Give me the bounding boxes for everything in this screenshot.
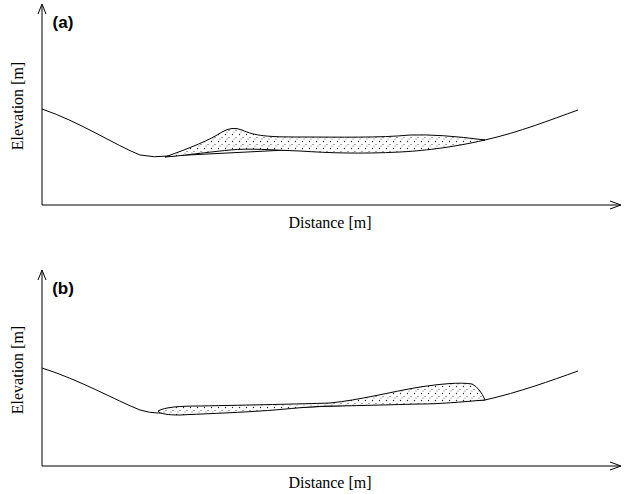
axis-title: Elevation [m] (10, 62, 26, 150)
sediment-body (158, 383, 485, 415)
panel-letter: (b) (52, 280, 74, 297)
axis-arrow (610, 462, 621, 470)
y-axis (42, 6, 43, 205)
axis-title: Distance [m] (288, 215, 371, 231)
x-axis (42, 466, 620, 467)
valley-profile (42, 109, 578, 157)
axis-arrow (38, 4, 46, 14)
axis-arrow (38, 270, 46, 280)
y-axis (42, 272, 43, 466)
axis-title: Elevation [m] (10, 326, 26, 414)
axis-arrow (610, 201, 621, 209)
sediment-body (165, 128, 485, 157)
panel-letter: (a) (53, 14, 74, 31)
axis-title: Distance [m] (288, 475, 371, 491)
x-axis (42, 205, 620, 206)
